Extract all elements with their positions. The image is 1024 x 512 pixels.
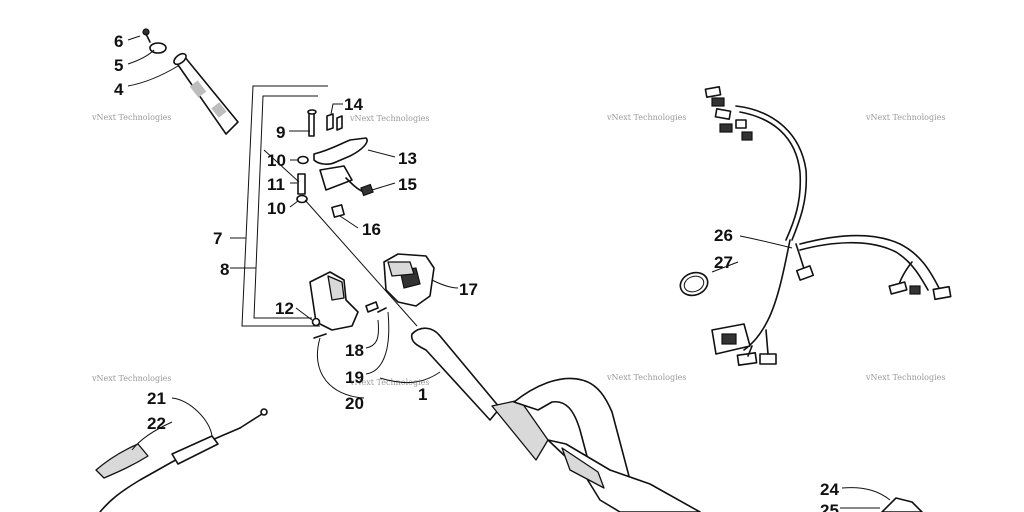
watermark: vNext Technologies [91, 374, 171, 383]
callout-12: 12 [275, 299, 294, 318]
callout-14: 14 [344, 95, 363, 114]
switch-housing-right [383, 253, 459, 307]
watermark: vNext Technologies [349, 378, 429, 387]
watermark: vNext Technologies [606, 373, 686, 382]
callout-21: 21 [147, 389, 166, 408]
callout-8: 8 [220, 260, 229, 279]
callout-6: 6 [114, 32, 123, 51]
callout-17: 17 [459, 280, 478, 299]
watermark: vNext Technologies [91, 113, 171, 122]
callout-18: 18 [345, 341, 364, 360]
watermark: vNext Technologies [606, 113, 686, 122]
callout-5: 5 [114, 56, 123, 75]
switch-housing-left [295, 271, 390, 399]
callout-24: 24 [820, 480, 839, 499]
callout-11: 11 [267, 175, 285, 194]
callout-22: 22 [147, 414, 166, 433]
callout-20: 20 [345, 394, 364, 413]
callout-10-lower: 10 [267, 199, 286, 218]
throttle-lever-assembly [263, 103, 418, 327]
watermarks: vNext Technologies vNext Technologies vN… [91, 113, 945, 387]
callout-9: 9 [276, 123, 285, 142]
callout-26: 26 [714, 226, 733, 245]
watermark: vNext Technologies [865, 373, 945, 382]
callout-27: 27 [714, 253, 733, 272]
callout-1: 1 [418, 385, 427, 404]
callout-15: 15 [398, 175, 417, 194]
callout-4: 4 [114, 80, 124, 99]
callout-7: 7 [213, 229, 222, 248]
throttle-cable [95, 397, 268, 512]
watermark: vNext Technologies [865, 113, 945, 122]
callout-13: 13 [398, 149, 417, 168]
callout-10: 10 [267, 151, 286, 170]
callouts: 1 4 5 6 7 8 9 10 10 11 12 13 14 15 16 17… [114, 32, 839, 512]
wiring-harness [679, 86, 952, 367]
bracket-24-25 [840, 487, 923, 512]
callout-16: 16 [362, 220, 381, 239]
group-brackets [230, 85, 328, 327]
callout-19: 19 [345, 368, 364, 387]
throttle-grip-assembly [127, 28, 239, 135]
handlebar [379, 327, 701, 512]
callout-25: 25 [820, 501, 839, 512]
watermark: vNext Technologies [349, 114, 429, 123]
